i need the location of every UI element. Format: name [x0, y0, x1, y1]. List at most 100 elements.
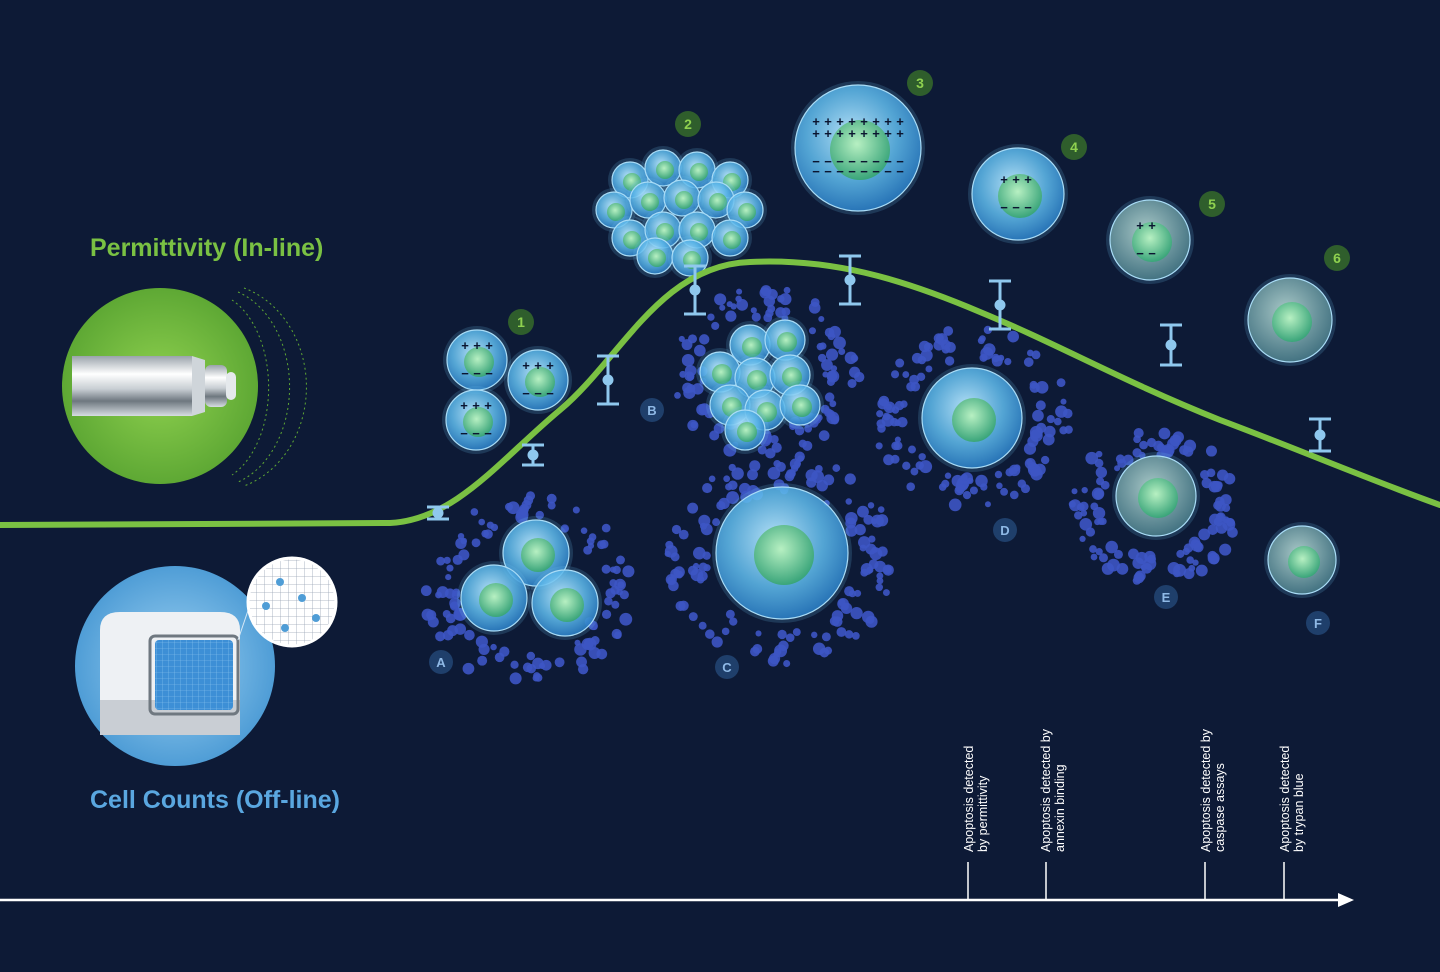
debris-particle [664, 550, 671, 557]
debris-particle [1115, 454, 1125, 464]
debris-particle [470, 508, 479, 516]
minus-mark: − [860, 164, 868, 179]
debris-particle [910, 467, 919, 476]
debris-particle [490, 523, 499, 532]
charge-marks: +++−−− [522, 358, 554, 401]
debris-particle [1226, 518, 1235, 527]
debris-particle [818, 430, 830, 441]
cell-nucleus [777, 332, 797, 352]
event-line-2: by permittivity [976, 775, 990, 852]
cell [1244, 274, 1336, 366]
debris-particle [867, 502, 875, 509]
minus-mark: − [896, 164, 904, 179]
debris-particle [1095, 548, 1103, 556]
plus-mark: + [1148, 218, 1156, 233]
debris-particle [1068, 500, 1076, 508]
debris-particle [871, 514, 884, 528]
plus-mark: + [812, 126, 820, 141]
cell-counter-icon [75, 556, 338, 766]
cell-nucleus [742, 337, 762, 357]
plus-mark: + [473, 338, 481, 353]
cell-nucleus [723, 231, 741, 249]
minus-mark: − [884, 154, 892, 169]
plus-mark: + [860, 126, 868, 141]
debris-particle [681, 354, 695, 367]
debris-particle [1000, 487, 1008, 496]
debris-particle [1227, 527, 1238, 538]
minus-mark: − [848, 164, 856, 179]
debris-particle [577, 664, 589, 675]
debris-particle [829, 400, 837, 408]
cell-nucleus [952, 398, 996, 442]
debris-particle [891, 441, 900, 451]
plus-mark: + [546, 358, 554, 373]
debris-particle [723, 475, 731, 483]
plus-mark: + [484, 398, 492, 413]
debris-particle [464, 629, 475, 641]
minus-mark: − [473, 366, 481, 381]
debris-particle [538, 662, 546, 669]
plus-mark: + [1024, 172, 1032, 187]
debris-particle [679, 370, 687, 378]
debris-particle [933, 333, 944, 344]
debris-particle [1074, 511, 1083, 520]
badge-circle [993, 518, 1017, 542]
debris-particle [1105, 540, 1118, 554]
debris-particle [831, 610, 844, 622]
debris-particle [1094, 458, 1104, 468]
cell [528, 566, 602, 640]
stage-badge-3: 3 [907, 70, 933, 96]
debris-particle [916, 372, 926, 382]
plus-mark: + [848, 126, 856, 141]
debris-particle [534, 673, 543, 682]
event-line-1: Apoptosis detected [962, 745, 976, 852]
event-permittivity: Apoptosis detected by permittivity [962, 692, 990, 852]
badge-circle [1306, 611, 1330, 635]
minus-mark: − [884, 164, 892, 179]
stage-badge-1: 1 [508, 309, 534, 335]
debris-particle [854, 524, 866, 536]
cell-nucleus [1288, 546, 1320, 578]
debris-particle [590, 623, 598, 631]
debris-particle [954, 485, 964, 496]
debris-particle [1091, 487, 1105, 501]
badge-circle [429, 650, 453, 674]
badge-letter: B [647, 403, 656, 418]
debris-particle [877, 506, 885, 513]
debris-particle [721, 627, 730, 636]
debris-particle [612, 565, 621, 575]
cell-nucleus [675, 191, 693, 209]
cell [1106, 196, 1194, 284]
debris-particle [960, 473, 968, 481]
debris-particle [897, 416, 908, 428]
error-bar [427, 505, 449, 521]
debris-particle [583, 545, 593, 555]
minus-mark: − [1000, 200, 1008, 215]
debris-particle [1193, 542, 1204, 553]
cell [443, 326, 511, 394]
error-bar-point [1314, 429, 1326, 441]
error-bar-point [1165, 339, 1177, 351]
debris-particle [667, 576, 676, 585]
debris-particle [1079, 535, 1086, 543]
debris-particle [443, 556, 451, 564]
debris-cluster [1068, 427, 1238, 585]
plus-mark: + [472, 398, 480, 413]
debris-particle [882, 564, 894, 576]
debris-particle [883, 454, 895, 466]
debris-particle [848, 590, 857, 598]
debris-particle [877, 398, 889, 410]
debris-particle [682, 382, 693, 394]
plus-mark: + [836, 114, 844, 129]
debris-particle [902, 371, 910, 378]
debris-particle [1023, 357, 1034, 367]
debris-particle [751, 312, 761, 322]
minus-mark: − [860, 154, 868, 169]
debris-particle [797, 455, 804, 462]
minus-mark: − [1012, 200, 1020, 215]
debris-particle [910, 381, 921, 392]
debris-particle [1056, 378, 1066, 388]
debris-particle [1146, 437, 1157, 448]
badge-circle [1324, 245, 1350, 271]
error-bar-point [432, 507, 444, 519]
